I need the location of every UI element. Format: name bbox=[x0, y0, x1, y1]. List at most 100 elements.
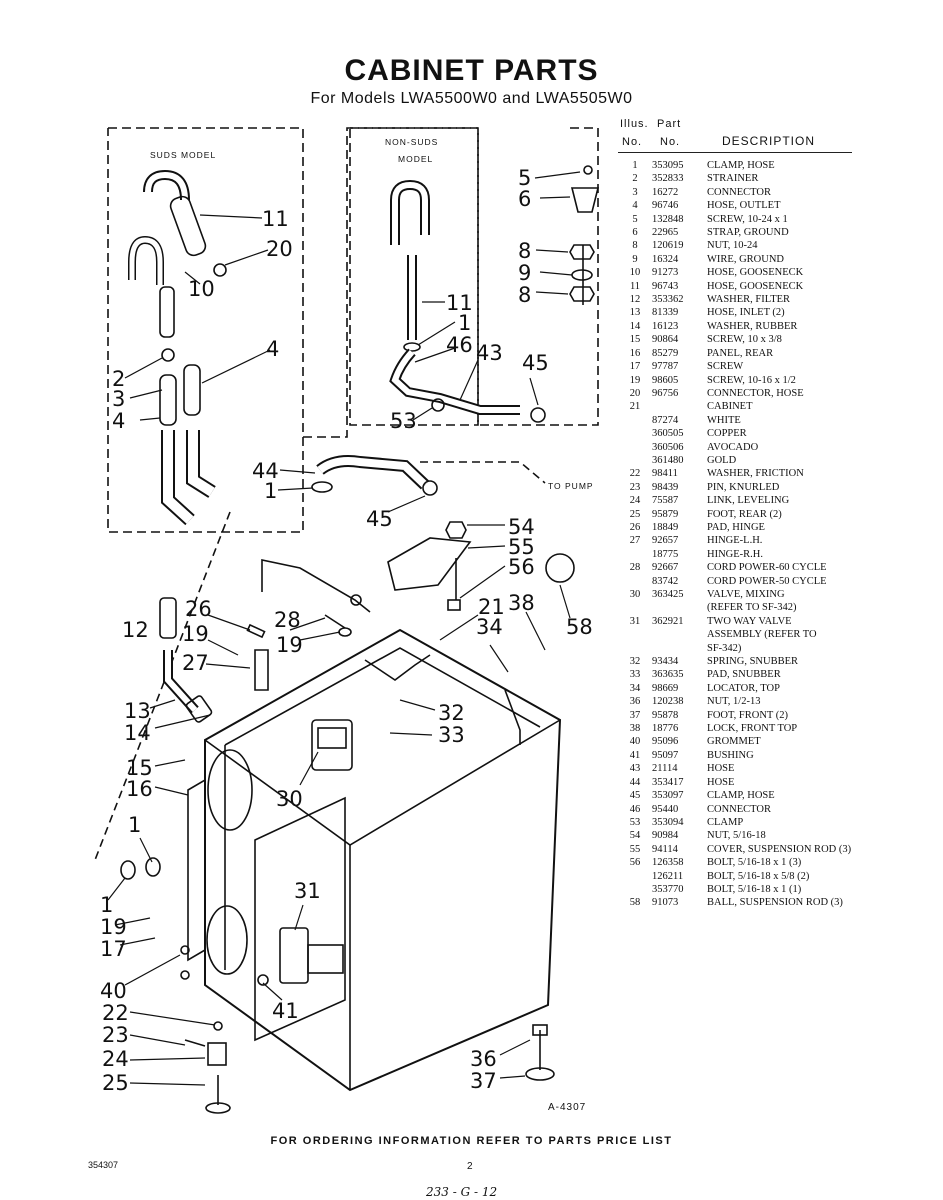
table-row: (REFER TO SF-342) bbox=[624, 601, 924, 614]
callout-37: 37 bbox=[470, 1069, 497, 1093]
ordering-note: FOR ORDERING INFORMATION REFER TO PARTS … bbox=[270, 1135, 673, 1147]
part-no-cell: 16324 bbox=[652, 253, 679, 265]
part-no-cell: 83742 bbox=[652, 575, 679, 587]
description-cell: CLAMP, HOSE bbox=[707, 790, 775, 802]
description-cell: HOSE bbox=[707, 776, 735, 788]
description-cell: FOOT, REAR (2) bbox=[707, 508, 782, 520]
description-cell: (REFER TO SF-342) bbox=[707, 602, 797, 614]
table-row: ASSEMBLY (REFER TO bbox=[624, 628, 924, 641]
illus-no-cell: 3 bbox=[632, 186, 638, 198]
description-cell: GOLD bbox=[707, 454, 737, 466]
description-cell: WASHER, FILTER bbox=[707, 294, 791, 306]
illus-no-cell: 10 bbox=[629, 267, 641, 279]
description-cell: NUT, 5/16-18 bbox=[707, 830, 766, 842]
col-illus-no: No. bbox=[622, 136, 643, 148]
description-cell: BOLT, 5/16-18 x 5/8 (2) bbox=[707, 870, 810, 882]
description-cell: PIN, KNURLED bbox=[707, 481, 780, 493]
illus-no-cell: 4 bbox=[632, 200, 638, 212]
dashed-boundary bbox=[107, 127, 599, 533]
part-no-cell: 126211 bbox=[652, 870, 684, 882]
part-no-cell: 132848 bbox=[652, 213, 684, 225]
part-no-cell: 352833 bbox=[652, 173, 684, 185]
illus-no-cell: 15 bbox=[629, 334, 641, 346]
illus-no-cell: 53 bbox=[629, 816, 641, 828]
callout-3: 3 bbox=[112, 387, 125, 411]
description-cell: SCREW bbox=[707, 361, 744, 373]
illus-no-cell: 46 bbox=[629, 803, 641, 815]
part-no-cell: 22965 bbox=[652, 227, 679, 239]
part-no-cell: 16272 bbox=[652, 186, 679, 198]
description-cell: ASSEMBLY (REFER TO bbox=[707, 629, 817, 641]
description-cell: SF-342) bbox=[707, 642, 742, 654]
callout-13: 13 bbox=[124, 699, 151, 723]
illus-no-cell: 43 bbox=[629, 763, 641, 775]
description-cell: AVOCADO bbox=[707, 441, 759, 453]
part-no-cell: 21114 bbox=[652, 763, 678, 775]
description-cell: FOOT, FRONT (2) bbox=[707, 709, 788, 721]
description-cell: BUSHING bbox=[707, 749, 754, 761]
illus-no-cell: 6 bbox=[632, 227, 638, 239]
callout-43: 43 bbox=[476, 341, 503, 365]
part-no-cell: 18775 bbox=[652, 548, 679, 560]
callout-1-cabinet: 1 bbox=[128, 813, 141, 837]
illus-no-cell: 58 bbox=[629, 897, 641, 909]
part-no-cell: 98605 bbox=[652, 374, 679, 386]
illus-no-cell: 30 bbox=[629, 589, 641, 600]
description-cell: CONNECTOR bbox=[707, 803, 771, 815]
callout-4: 4 bbox=[266, 337, 279, 361]
callout-31: 31 bbox=[294, 879, 321, 903]
illus-no-cell: 41 bbox=[629, 749, 641, 761]
part-no-cell: 16123 bbox=[652, 320, 679, 332]
callout-53: 53 bbox=[390, 409, 417, 433]
callout-8: 8 bbox=[518, 239, 531, 263]
description-cell: TWO WAY VALVE bbox=[707, 615, 792, 627]
illus-no-cell: 12 bbox=[629, 294, 641, 306]
callout-54: 54 bbox=[508, 515, 535, 539]
description-cell: LINK, LEVELING bbox=[707, 495, 790, 507]
part-no-cell: 98669 bbox=[652, 682, 679, 694]
illus-no-cell: 56 bbox=[629, 857, 641, 869]
document-number: 354307 bbox=[88, 1160, 119, 1170]
description-cell: WASHER, FRICTION bbox=[707, 468, 804, 480]
callout-36: 36 bbox=[470, 1047, 497, 1071]
part-no-cell: 363425 bbox=[652, 589, 684, 600]
part-no-cell: 120619 bbox=[652, 240, 684, 252]
callout-4-left: 4 bbox=[112, 409, 125, 433]
col-part-no: No. bbox=[660, 136, 681, 148]
illus-no-cell: 34 bbox=[629, 682, 641, 694]
part-no-cell: 95440 bbox=[652, 803, 679, 815]
illus-no-cell: 28 bbox=[629, 562, 641, 574]
part-no-cell: 92657 bbox=[652, 535, 679, 547]
illus-no-cell: 26 bbox=[629, 521, 641, 533]
part-no-cell: 126358 bbox=[652, 857, 684, 869]
description-cell: COVER, SUSPENSION ROD (3) bbox=[707, 843, 852, 855]
illus-no-cell: 19 bbox=[629, 374, 641, 386]
description-cell: CONNECTOR, HOSE bbox=[707, 387, 804, 399]
illus-no-cell: 55 bbox=[629, 843, 641, 855]
callout-34: 34 bbox=[476, 615, 503, 639]
description-cell: CABINET bbox=[707, 401, 753, 413]
description-cell: CONNECTOR bbox=[707, 186, 771, 198]
callout-24: 24 bbox=[102, 1047, 129, 1071]
description-cell: SCREW, 10-16 x 1/2 bbox=[707, 374, 796, 386]
description-cell: LOCK, FRONT TOP bbox=[707, 723, 798, 735]
illus-no-cell: 33 bbox=[629, 669, 641, 681]
callout-11-nonsuds: 11 bbox=[446, 291, 473, 315]
description-cell: SCREW, 10-24 x 1 bbox=[707, 213, 788, 225]
